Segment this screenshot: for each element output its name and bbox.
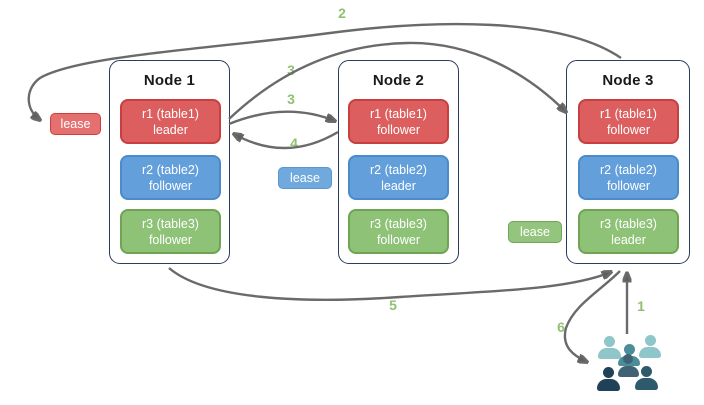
replica-label: r1 (table1) — [370, 106, 427, 121]
replica-label: r3 (table3) — [600, 216, 657, 231]
step-label-5: 5 — [389, 297, 397, 313]
replica-role: follower — [606, 122, 651, 137]
replica-role: follower — [376, 122, 421, 137]
lease-badge-r1: lease — [50, 113, 101, 135]
person-front-center — [593, 333, 665, 393]
users-icon — [593, 333, 665, 393]
lease-badge-r3: lease — [508, 221, 562, 243]
person-back-right — [593, 333, 665, 393]
node-2-title: Node 2 — [372, 72, 425, 89]
lease-label: lease — [520, 225, 550, 239]
node1-replica-r3: r3 (table3) follower — [120, 209, 221, 254]
step-label-3a: 3 — [287, 62, 295, 78]
person-front-left — [593, 333, 665, 393]
node3-replica-r3: r3 (table3) leader — [578, 209, 679, 254]
step-label-1: 1 — [637, 298, 645, 314]
replica-label: r3 (table3) — [142, 216, 199, 231]
step-label-2: 2 — [338, 5, 346, 21]
lease-label: lease — [60, 117, 91, 131]
step-label-6: 6 — [557, 319, 565, 335]
replica-role: follower — [376, 232, 421, 247]
node-1-title: Node 1 — [143, 72, 196, 89]
node2-replica-r1: r1 (table1) follower — [348, 99, 449, 144]
replica-role: follower — [148, 232, 193, 247]
node1-replica-r2: r2 (table2) follower — [120, 155, 221, 200]
node-3-title: Node 3 — [602, 72, 654, 89]
replica-role: follower — [606, 178, 651, 193]
arrow-step4-node2-to-node1 — [234, 130, 339, 150]
node1-replica-r1: r1 (table1) leader — [120, 99, 221, 144]
replica-label: r3 (table3) — [370, 216, 427, 231]
replica-label: r2 (table2) — [600, 162, 657, 177]
node3-replica-r2: r2 (table2) follower — [578, 155, 679, 200]
replica-label: r1 (table1) — [142, 106, 199, 121]
replica-role: leader — [381, 178, 416, 193]
step-label-3b: 3 — [287, 91, 295, 107]
lease-badge-r2: lease — [278, 167, 332, 189]
node2-replica-r3: r3 (table3) follower — [348, 209, 449, 254]
replica-label: r1 (table1) — [600, 106, 657, 121]
node2-replica-r2: r2 (table2) leader — [348, 155, 449, 200]
arrow-step3-node1-to-node2 — [228, 110, 335, 126]
arrow-step5-node1-to-node3 — [168, 267, 611, 301]
person-front-right — [593, 333, 665, 393]
replica-label: r2 (table2) — [142, 162, 199, 177]
replica-label: r2 (table2) — [370, 162, 427, 177]
replica-role: follower — [148, 178, 193, 193]
step-label-4: 4 — [290, 135, 298, 151]
replica-role: leader — [153, 122, 188, 137]
node3-replica-r1: r1 (table1) follower — [578, 99, 679, 144]
lease-label: lease — [290, 171, 320, 185]
replica-role: leader — [611, 232, 646, 247]
